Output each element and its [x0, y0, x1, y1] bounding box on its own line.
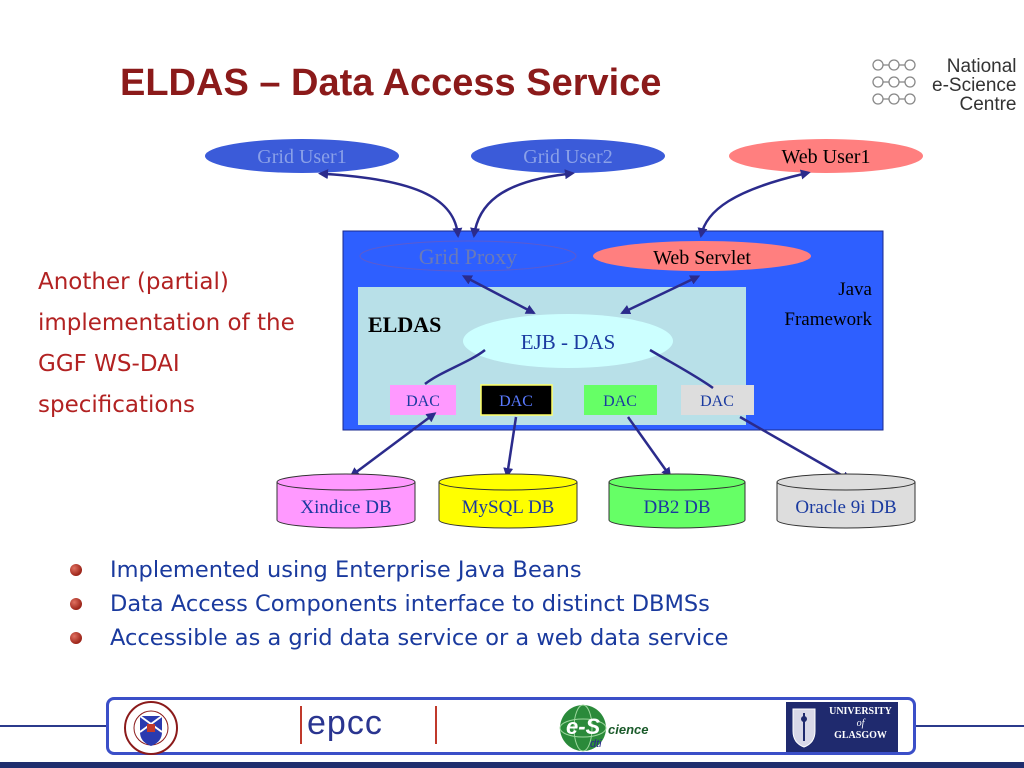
bullet-icon: [70, 632, 82, 644]
bullet-item: Implemented using Enterprise Java Beans: [70, 553, 728, 587]
dac-label-4: DAC: [700, 393, 734, 410]
side-description: Another (partial) implementation of the …: [38, 269, 295, 418]
nesc-line-1: National: [946, 56, 1017, 77]
arrow-dac1-xindice: [349, 412, 437, 478]
dac-box-1: [390, 385, 456, 415]
bullet-text-2: Data Access Components interface to dist…: [110, 591, 710, 617]
db-label-oracle: Oracle 9i DB: [795, 497, 896, 518]
dac-box-4: [681, 385, 754, 415]
nesc-line-2: e-Science: [932, 75, 1017, 96]
grid-user1-node: [205, 139, 399, 173]
db-label-mysql: MySQL DB: [462, 497, 555, 518]
arrow-proxy-ejb: [461, 275, 536, 315]
db-mysql: MySQL DB: [438, 473, 578, 529]
bullet-icon: [70, 564, 82, 576]
bullet-icon: [70, 598, 82, 610]
dac-label-2: DAC: [499, 393, 533, 410]
arrow-user1-proxy: [318, 169, 463, 238]
grid-user2-label: Grid User2: [523, 146, 612, 168]
db-label-xindice: Xindice DB: [300, 497, 391, 518]
arrow-ejb-dac-left: [424, 349, 486, 385]
grid-proxy-label: Grid Proxy: [419, 244, 517, 269]
db-xindice: Xindice DB: [276, 473, 416, 529]
eldas-label: ELDAS: [368, 312, 441, 337]
grid-proxy-node: [359, 240, 577, 272]
bullet-item: Data Access Components interface to dist…: [70, 587, 728, 621]
arrow-ejb-dac-right: [649, 348, 714, 390]
bottom-bar: [0, 762, 1024, 768]
bullet-list: Implemented using Enterprise Java Beans …: [70, 553, 728, 655]
web-servlet-node: [593, 241, 811, 271]
dac-label-1: DAC: [406, 393, 440, 410]
grid-user1-label: Grid User1: [257, 146, 346, 168]
web-user1-label: Web User1: [782, 146, 871, 168]
dac-box-2: [480, 384, 553, 416]
nesc-line-3: Centre: [959, 94, 1017, 115]
web-user1-node: [729, 139, 923, 173]
grid-user2-node: [471, 139, 665, 173]
glasgow-text: UNIVERSITY of GLASGOW: [818, 706, 903, 742]
dac-box-3: [584, 385, 657, 415]
db-label-db2: DB2 DB: [643, 497, 710, 518]
epcc-bar-left: [300, 706, 302, 744]
glasgow-line-3: GLASGOW: [834, 730, 887, 741]
ejb-das-label: EJB - DAS: [521, 330, 616, 354]
dti-label: dti: [590, 738, 602, 750]
framework-label-line1: Java: [838, 279, 872, 300]
arrow-web-user-servlet: [697, 169, 811, 238]
bullet-text-3: Accessible as a grid data service or a w…: [110, 625, 729, 651]
arrow-dac3-db2: [626, 416, 672, 478]
esci-globe-icon: [559, 704, 607, 752]
slide-title: ELDAS – Data Access Service: [120, 62, 662, 104]
bullet-text-1: Implemented using Enterprise Java Beans: [110, 557, 582, 583]
footer-logo-bar: [106, 697, 916, 755]
bullet-item: Accessible as a grid data service or a w…: [70, 621, 728, 655]
glasgow-line-1: UNIVERSITY: [829, 706, 892, 717]
edinburgh-crest-icon: [124, 701, 178, 755]
framework-label-line2: Framework: [784, 309, 872, 330]
esci-sub: cience: [608, 722, 649, 737]
glasgow-crest-icon: [792, 708, 816, 748]
arrow-dac4-oracle: [739, 415, 852, 482]
ejb-das-node: [463, 314, 673, 368]
nesc-logo-text: National e-Science Centre: [932, 57, 1017, 114]
nesc-logo-icon: [872, 59, 916, 105]
web-servlet-label: Web Servlet: [653, 247, 751, 269]
arrow-servlet-ejb: [620, 275, 701, 315]
db-oracle: Oracle 9i DB: [776, 473, 916, 529]
glasgow-line-2: of: [856, 718, 865, 729]
epcc-logo: epcc: [307, 704, 383, 742]
epcc-bar-right: [435, 706, 437, 744]
arrow-dac2-mysql: [503, 416, 518, 478]
db-db2: DB2 DB: [608, 473, 746, 529]
esci-main: e-S: [566, 714, 601, 739]
arrow-user2-proxy: [470, 169, 575, 238]
dac-label-3: DAC: [603, 393, 637, 410]
